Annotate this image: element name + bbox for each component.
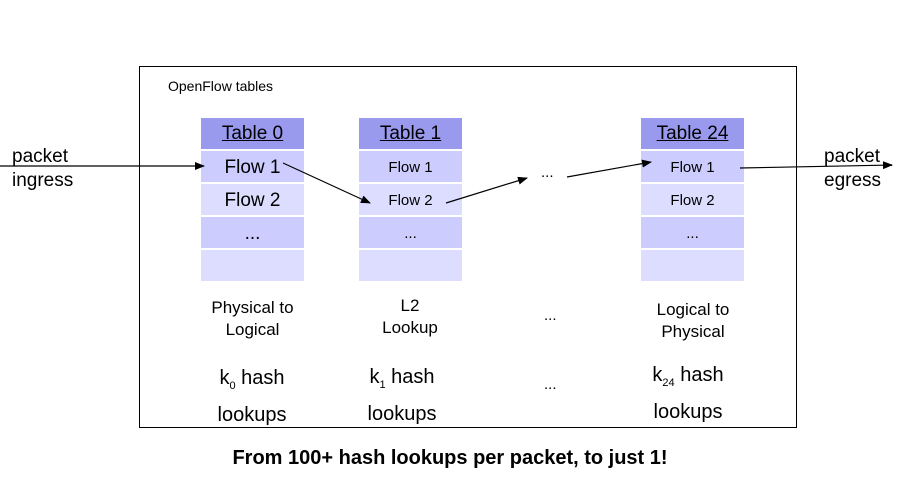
hash-table-24: k24 hash lookups bbox=[628, 361, 748, 427]
table-24-more: ... bbox=[641, 215, 744, 248]
table-1-flow-1: Flow 1 bbox=[359, 149, 462, 182]
arrow-ellipsis-to-t24f1 bbox=[566, 159, 652, 178]
hash-table-24-line2: lookups bbox=[653, 401, 723, 423]
desc-table-0-line2: Logical bbox=[225, 320, 280, 339]
ingress-label-line2: ingress bbox=[12, 170, 74, 191]
desc-table-24-line2: Physical bbox=[661, 322, 725, 341]
desc-table-24: Logical to Physical bbox=[628, 299, 758, 343]
desc-table-0-line1: Physical to bbox=[211, 298, 294, 317]
table-1-flow-2: Flow 2 bbox=[359, 182, 462, 215]
ingress-label-line1: packet bbox=[12, 146, 68, 167]
desc-table-1-line1: L2 bbox=[400, 296, 420, 315]
table-24: Table 24 Flow 1 Flow 2 ... bbox=[641, 118, 744, 281]
egress-label-line1: packet bbox=[824, 146, 880, 167]
desc-ellipsis: ... bbox=[544, 307, 557, 324]
table-0-empty-row bbox=[201, 248, 304, 281]
table-24-empty-row bbox=[641, 248, 744, 281]
egress-label-line2: egress bbox=[824, 170, 882, 191]
hash-table-0-line2: lookups bbox=[217, 404, 287, 426]
table-24-flow-1: Flow 1 bbox=[641, 149, 744, 182]
frame-title: OpenFlow tables bbox=[168, 78, 274, 94]
hash-ellipsis: ... bbox=[544, 376, 557, 393]
arrow-t1f2-to-ellipsis bbox=[445, 176, 528, 204]
egress-arrow bbox=[739, 161, 893, 170]
hash-table-1-line1: k1 hash bbox=[369, 366, 435, 391]
table-24-header: Table 24 bbox=[641, 118, 744, 149]
hash-table-0-line1: k0 hash bbox=[219, 367, 285, 392]
openflow-tables-frame bbox=[139, 66, 797, 428]
desc-table-24-line1: Logical to bbox=[656, 300, 730, 319]
hash-table-1: k1 hash lookups bbox=[342, 363, 462, 429]
table-0-flow-2: Flow 2 bbox=[201, 182, 304, 215]
table-1-empty-row bbox=[359, 248, 462, 281]
table-1-header: Table 1 bbox=[359, 118, 462, 149]
caption: From 100+ hash lookups per packet, to ju… bbox=[232, 447, 668, 469]
table-0: Table 0 Flow 1 Flow 2 ... bbox=[201, 118, 304, 281]
table-1: Table 1 Flow 1 Flow 2 ... bbox=[359, 118, 462, 281]
table-0-flow-1: Flow 1 bbox=[201, 149, 304, 182]
table-24-flow-2: Flow 2 bbox=[641, 182, 744, 215]
arrow-t0f1-to-t1f2 bbox=[282, 162, 371, 204]
table-0-more: ... bbox=[201, 215, 304, 248]
hash-table-0: k0 hash lookups bbox=[192, 364, 312, 430]
desc-table-1-line2: Lookup bbox=[382, 318, 438, 337]
hash-table-24-line1: k24 hash bbox=[652, 364, 724, 389]
egress-label: packet egress bbox=[824, 145, 881, 193]
desc-table-0: Physical to Logical bbox=[190, 297, 315, 341]
tables-ellipsis: ... bbox=[541, 164, 554, 181]
desc-table-1: L2 Lookup bbox=[350, 295, 470, 339]
table-1-more: ... bbox=[359, 215, 462, 248]
ingress-label: packet ingress bbox=[12, 145, 73, 193]
hash-table-1-line2: lookups bbox=[367, 403, 437, 425]
table-0-header: Table 0 bbox=[201, 118, 304, 149]
